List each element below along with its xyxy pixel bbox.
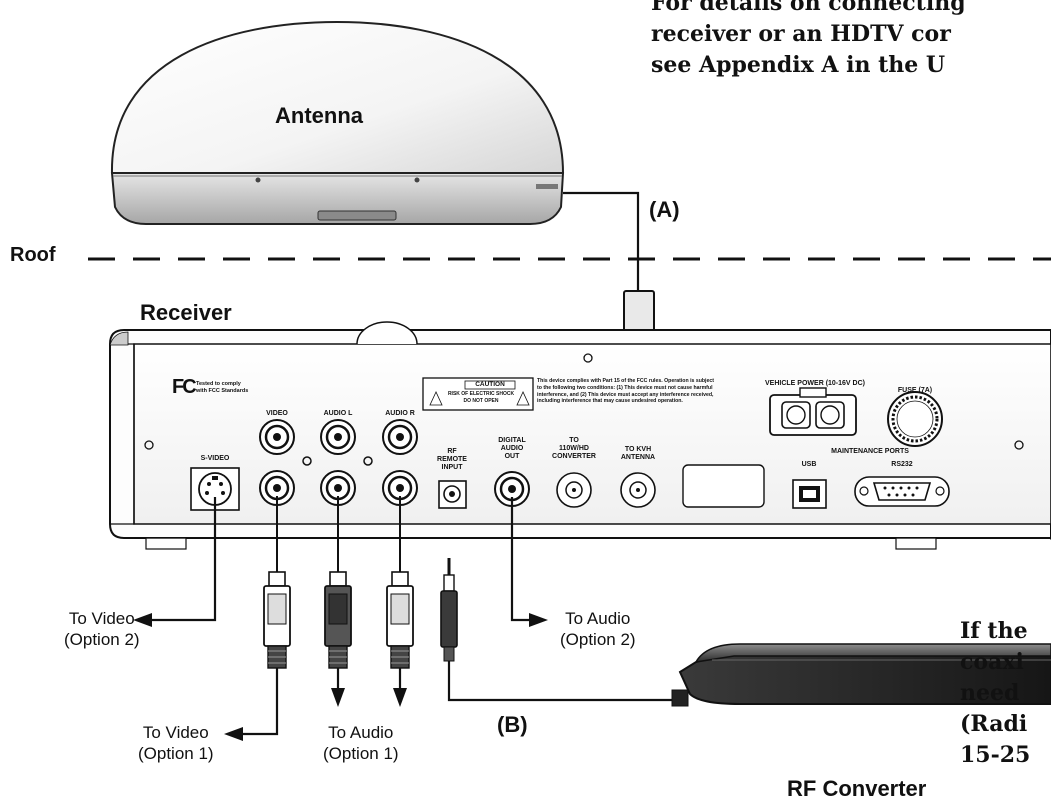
caution-text-line1: RISK OF ELECTRIC SHOCK	[447, 391, 515, 397]
note-bottom-line3: need	[960, 680, 1020, 706]
callout-video-option2-line2: (Option 2)	[64, 630, 140, 649]
blank-plate	[682, 464, 765, 508]
cable-b	[440, 558, 680, 702]
callout-video-option1-line1: To Video	[142, 723, 209, 742]
kvh-antenna-port	[620, 472, 656, 508]
fuse-label: FUSE (7A)	[897, 387, 933, 394]
vehicle-power-label: VEHICLE POWER (10-16V DC)	[765, 380, 865, 387]
converter-label-line3: CONVERTER	[552, 453, 596, 460]
fcc-notice-line4: including interference that may cause un…	[537, 398, 683, 405]
fcc-notice: This device complies with Part 15 of the…	[537, 378, 714, 405]
rf-converter-label: RF Converter	[787, 776, 927, 801]
s-video-label: S-VIDEO	[200, 455, 230, 462]
callout-audio-option2-line2: (Option 2)	[560, 630, 636, 649]
digital-audio-label: DIGITAL AUDIO OUT	[492, 437, 532, 461]
digital-audio-cable	[510, 497, 548, 627]
converter-label-line1: TO	[569, 437, 579, 444]
s-video-cable	[133, 497, 217, 627]
callout-video-option2: To Video (Option 2)	[64, 608, 140, 650]
fcc-notice-line2: to the following two conditions: (1) Thi…	[537, 384, 713, 391]
converter-label: TO 110W/HD CONVERTER	[549, 437, 599, 461]
rf-remote-label-line1: RF	[447, 448, 457, 455]
converter-port	[556, 472, 592, 508]
usb-port	[792, 479, 827, 509]
rf-remote-label-line2: REMOTE	[437, 456, 467, 463]
note-top-line3: see Appendix A in the U	[651, 52, 946, 78]
cable-a-label: (A)	[649, 197, 680, 222]
note-bottom-line1: If the	[960, 618, 1028, 644]
kvh-antenna-label-line2: ANTENNA	[620, 454, 656, 461]
fcc-notice-line3: interference, and (2) This device must a…	[537, 391, 714, 398]
digital-audio-port	[494, 471, 530, 507]
callout-video-option1-line2: (Option 1)	[138, 744, 214, 763]
caution-label	[422, 377, 534, 411]
note-top: For details on connecting receiver or an…	[651, 0, 966, 81]
fcc-logo: FC	[172, 376, 197, 398]
fuse-holder	[887, 391, 943, 447]
note-top-line1: For details on connecting	[651, 0, 966, 16]
rf-remote-label: RF REMOTE INPUT	[432, 448, 472, 472]
roof-label: Roof	[10, 244, 56, 266]
digital-audio-label-line2: AUDIO	[500, 445, 524, 452]
rf-converter-box	[671, 643, 1051, 707]
receiver-label: Receiver	[140, 300, 232, 325]
caution-title: CAUTION	[475, 381, 505, 388]
video-jack-label: VIDEO	[266, 410, 288, 417]
converter-label-line2: 110W/HD	[559, 445, 589, 452]
rf-remote-input-port	[438, 480, 467, 509]
antenna-dome	[110, 20, 565, 225]
video-rca-plug	[224, 496, 291, 741]
rca-jacks-top	[259, 419, 418, 466]
kvh-antenna-label-line1: TO KVH	[624, 446, 652, 453]
usb-label: USB	[801, 461, 817, 468]
rs232-port	[854, 476, 950, 507]
kvh-antenna-label: TO KVH ANTENNA	[618, 446, 658, 462]
note-top-line2: receiver or an HDTV cor	[651, 21, 951, 47]
callout-video-option2-line1: To Video	[68, 609, 135, 628]
fcc-compliance-line2: with FCC Standards	[196, 387, 249, 394]
callout-audio-option2: To Audio (Option 2)	[560, 608, 636, 650]
audio-l-jack-label: AUDIO L	[323, 410, 353, 417]
vehicle-power-connector	[769, 387, 857, 436]
callout-audio-option2-line1: To Audio	[565, 609, 631, 628]
audio-left-rca-plug	[324, 496, 352, 707]
digital-audio-label-line3: OUT	[504, 453, 520, 460]
audio-right-rca-plug	[386, 496, 414, 707]
rf-remote-label-line3: INPUT	[441, 464, 463, 471]
maintenance-ports-label: MAINTENANCE PORTS	[831, 448, 909, 455]
rs232-label: RS232	[891, 461, 913, 468]
caution-text: RISK OF ELECTRIC SHOCK DO NOT OPEN	[446, 391, 516, 405]
audio-r-jack-label: AUDIO R	[385, 410, 415, 417]
cable-b-label: (B)	[497, 712, 528, 737]
note-bottom-line5: 15-25	[960, 742, 1031, 768]
fcc-compliance-text: Tested to comply with FCC Standards	[196, 381, 248, 394]
callout-audio-option1-line1: To Audio	[328, 723, 394, 742]
note-bottom-line2: coaxi	[960, 649, 1024, 675]
antenna-label: Antenna	[275, 103, 363, 128]
note-bottom: If the coaxi need (Radi 15-25	[960, 616, 1030, 771]
fcc-compliance-line1: Tested to comply	[196, 381, 241, 387]
note-bottom-line4: (Radi	[960, 711, 1028, 737]
callout-audio-option1-line2: (Option 1)	[323, 744, 399, 763]
callout-video-option1: To Video (Option 1)	[138, 722, 214, 764]
fcc-notice-line1: This device complies with Part 15 of the…	[537, 378, 714, 384]
callout-audio-option1: To Audio (Option 1)	[323, 722, 399, 764]
digital-audio-label-line1: DIGITAL	[498, 437, 526, 444]
caution-text-line2: DO NOT OPEN	[463, 398, 499, 404]
